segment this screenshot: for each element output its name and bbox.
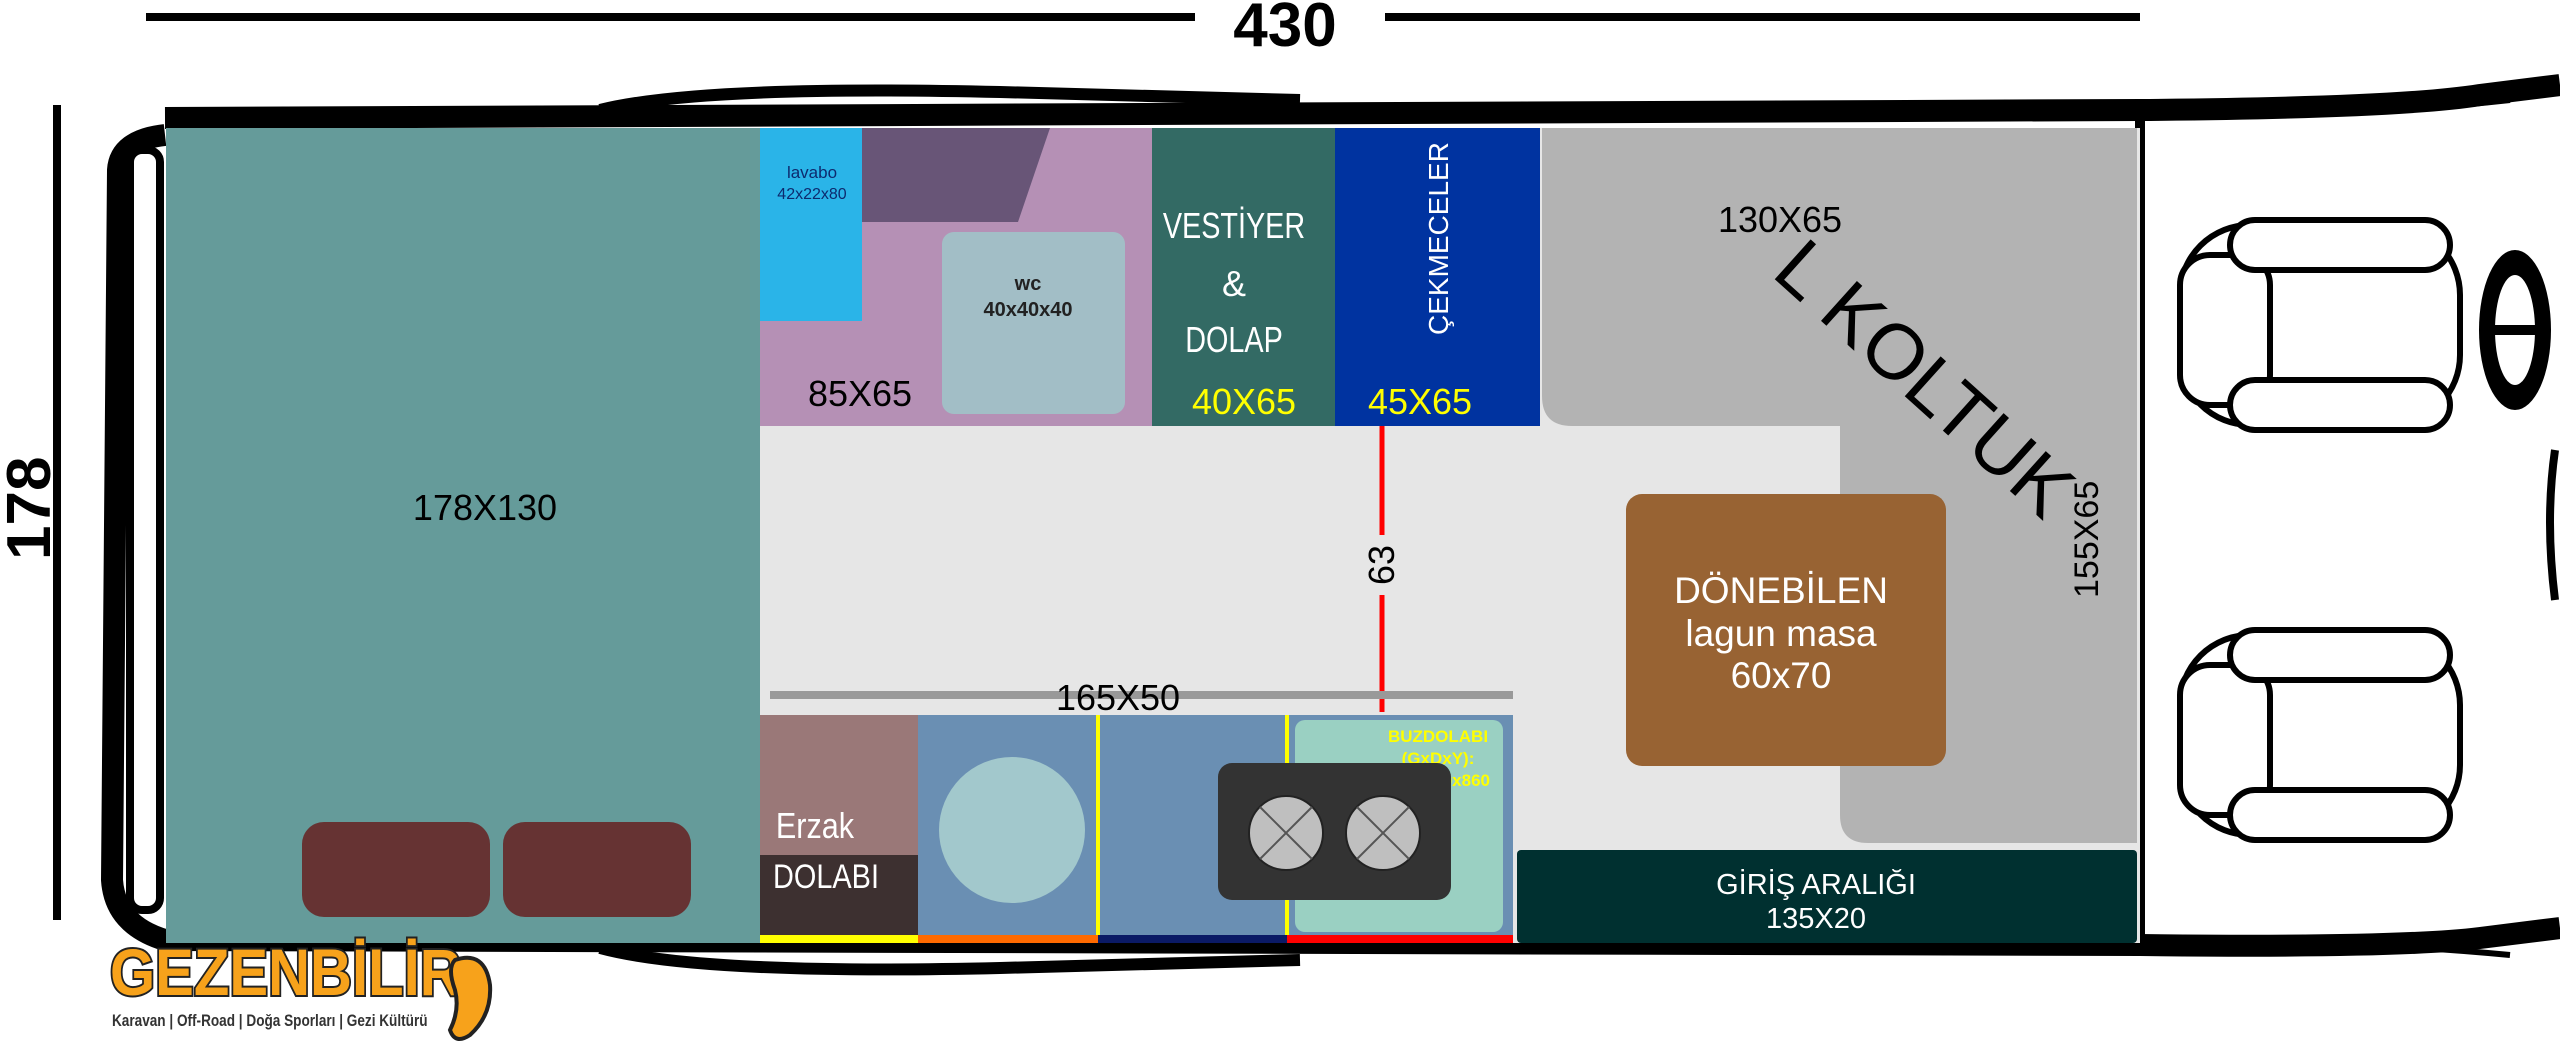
wardrobe-zone: VESTİYER & DOLAP 40X65 [1152,128,1335,426]
wc-label: wc [1014,273,1042,295]
wardrobe-line2: & [1222,263,1246,304]
bathroom-size: 85X65 [808,373,912,414]
steering-wheel-icon [2479,250,2551,410]
sink-label: lavabo [787,163,837,182]
wc [942,232,1125,414]
stove-icon [1218,763,1451,900]
pantry [760,715,918,855]
dimension-width: 178 [0,105,64,920]
sink [760,128,862,321]
wardrobe-line3: DOLAP [1185,319,1283,360]
wc-size: 40x40x40 [984,299,1073,321]
sink-size: 42x22x80 [777,186,846,203]
bed-label: 178X130 [413,487,557,528]
l-sofa-zone: 130X65 L KOLTUK 155X65 [1542,128,2137,843]
table-line2: lagun masa [1685,613,1877,654]
logo-tagline: Karavan | Off-Road | Doğa Sporları | Gez… [112,1012,428,1031]
drawers-zone: ÇEKMECELER 45X65 [1335,128,1540,426]
aisle-measure: 63 [1360,426,1404,712]
width-label: 178 [0,457,64,560]
bathroom-zone: lavabo 42x22x80 wc 40x40x40 85X65 [760,128,1152,426]
table-zone: DÖNEBİLEN lagun masa 60x70 [1626,494,1946,766]
kitchen-size: 165X50 [1056,677,1180,718]
drawers-size: 45X65 [1368,381,1472,422]
kitchen-zone: 165X50 Erzak DOLABI BUZDOLABI (GxDxY): 4… [760,677,1513,943]
bed-zone: 178X130 [166,128,760,943]
driver-seat [2177,217,2463,433]
table-line1: DÖNEBİLEN [1674,570,1888,611]
logo-brand: GEZENBİLİR [110,937,462,1010]
footprint-icon [447,955,493,1041]
pantry-base [760,855,918,943]
entrance-line2: 135X20 [1766,903,1866,935]
sofa-side-size: 155X65 [2068,481,2106,598]
pillow [503,822,691,917]
aisle-label: 63 [1361,545,1402,585]
passenger-seat [2177,627,2463,843]
pillow [302,822,490,917]
entrance-zone: GİRİŞ ARALIĞI 135X20 [1517,850,2137,943]
length-label: 430 [1233,0,1336,60]
sofa-top-size: 130X65 [1718,199,1842,240]
gezenbilir-logo: GEZENBİLİR Karavan | Off-Road | Doğa Spo… [108,935,493,1041]
wardrobe-size: 40X65 [1192,381,1296,422]
dimension-length: 430 [146,0,2140,60]
drawers-label: ÇEKMECELER [1423,142,1454,335]
sink-basin [939,757,1085,903]
pantry-line1: Erzak [776,807,854,847]
wardrobe-line1: VESTİYER [1163,205,1305,246]
pantry-line2: DOLABI [773,857,879,896]
table-line3: 60x70 [1731,655,1832,696]
fridge-line1: BUZDOLABI [1388,727,1488,746]
van-body [100,74,2560,976]
entrance-line1: GİRİŞ ARALIĞI [1716,868,1916,901]
